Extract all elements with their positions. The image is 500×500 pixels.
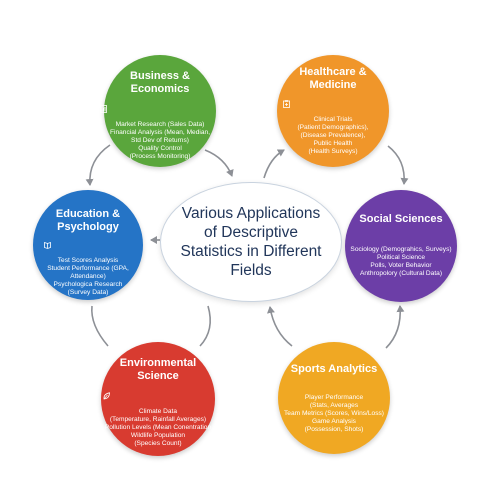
arrow-healthcare-to-social: [387, 145, 409, 185]
node-body-wrap: Clinical Trials (Patient Demographics), …: [283, 100, 369, 156]
leaf-icon: [103, 392, 110, 400]
chart-document-icon: [100, 105, 107, 113]
node-body: Clinical Trials (Patient Demographics), …: [297, 116, 369, 155]
arrow-education-to-environmental: [91, 305, 109, 347]
node-body: Sociology (Demograhics, Surveys) Politic…: [350, 246, 452, 277]
node-title: Business & Economics: [130, 70, 190, 95]
node-social-sciences: Social Sciences Sociology (Demograhics, …: [345, 190, 457, 302]
book-icon: [44, 241, 52, 249]
node-body: Player Performance (Stats, Averages Team…: [283, 394, 385, 433]
arrow-center-to-healthcare: [263, 149, 285, 179]
node-body: Market Research (Sales Data) Financial A…: [109, 121, 211, 160]
node-title: Environmental Science: [119, 357, 197, 382]
node-education-psychology: Education & Psychology Test Scores Analy…: [33, 190, 143, 300]
center-title: Various Applications of Descriptive Stat…: [180, 205, 322, 279]
node-title: Education & Psychology: [55, 208, 121, 233]
arrow-environmental-to-center: [199, 305, 211, 347]
node-title: Social Sciences: [359, 213, 443, 225]
arrow-business-to-education: [85, 144, 111, 186]
arrow-sports-to-social: [385, 305, 405, 349]
clipboard-icon: [283, 100, 291, 108]
node-sports-analytics: Sports Analytics Player Performance (Sta…: [278, 342, 390, 454]
node-body-wrap: Player Performance (Stats, Averages Team…: [284, 386, 384, 434]
node-title: Sports Analytics: [290, 363, 378, 375]
node-title: Healthcare & Medicine: [299, 66, 367, 91]
node-business-economics: Business & Economics Market Research (Sa…: [100, 55, 216, 167]
node-body-wrap: Sociology (Demograhics, Surveys) Politic…: [350, 238, 451, 278]
node-body-wrap: Market Research (Sales Data) Financial A…: [100, 105, 211, 161]
node-body-wrap: Test Scores Analysis Student Performance…: [44, 241, 129, 297]
node-healthcare-medicine: Healthcare & Medicine Clinical Trials (P…: [277, 55, 389, 167]
arrow-sports-to-center: [267, 306, 293, 347]
node-environmental-science: Environmental Science Climate Data (Temp…: [101, 342, 215, 456]
arrow-business-to-center: [204, 149, 234, 177]
node-body: Test Scores Analysis Student Performance…: [47, 257, 129, 296]
center-topic: Various Applications of Descriptive Stat…: [160, 182, 342, 302]
node-body: Climate Data (Temperature, Rainfall Aver…: [104, 408, 212, 447]
node-body-wrap: Climate Data (Temperature, Rainfall Aver…: [103, 392, 212, 448]
